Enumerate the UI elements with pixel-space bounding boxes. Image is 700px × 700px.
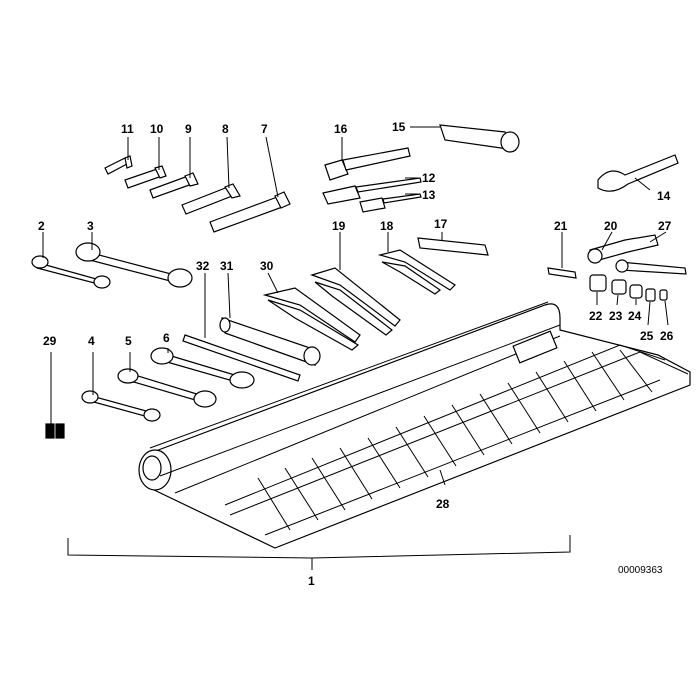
callout-20: 20 xyxy=(604,219,618,233)
callout-5: 5 xyxy=(125,334,132,348)
callout-14: 14 xyxy=(657,189,671,203)
box-spanner xyxy=(219,317,321,366)
callout-10: 10 xyxy=(150,122,164,136)
callout-24: 24 xyxy=(628,309,642,323)
hex-key-set xyxy=(104,155,291,233)
kit-bracket xyxy=(67,535,571,559)
callout-16: 16 xyxy=(334,122,348,136)
leader-lines xyxy=(42,126,669,486)
callout-15: 15 xyxy=(392,120,406,134)
fuse-part xyxy=(45,423,65,439)
hook-spanner xyxy=(597,154,679,192)
callout-30: 30 xyxy=(260,259,274,273)
callout-11: 11 xyxy=(121,122,134,136)
callout-32: 32 xyxy=(196,259,210,273)
roll-pockets xyxy=(257,349,653,531)
callout-18: 18 xyxy=(380,219,394,233)
callout-6: 6 xyxy=(163,331,170,345)
ratchet-socket-set xyxy=(547,234,687,302)
tommy-bar xyxy=(182,334,301,382)
callout-31: 31 xyxy=(220,259,234,273)
callout-8: 8 xyxy=(222,122,229,136)
callout-19: 19 xyxy=(332,219,346,233)
callout-17: 17 xyxy=(434,217,448,231)
callout-2: 2 xyxy=(38,219,45,233)
callout-1: 1 xyxy=(308,574,315,588)
callout-29: 29 xyxy=(43,334,57,348)
callout-12: 12 xyxy=(422,171,436,185)
callout-22: 22 xyxy=(589,309,603,323)
tool-roll xyxy=(138,301,691,549)
callout-labels: 1 2 3 4 5 6 7 8 9 10 11 12 13 14 15 16 1… xyxy=(38,120,674,588)
pliers-set xyxy=(262,249,456,351)
callout-28: 28 xyxy=(436,497,450,511)
callout-13: 13 xyxy=(422,188,436,202)
wrench-set xyxy=(31,242,255,422)
callout-21: 21 xyxy=(554,219,568,233)
callout-7: 7 xyxy=(261,122,268,136)
callout-4: 4 xyxy=(88,334,95,348)
reference-code: 00009363 xyxy=(618,565,663,576)
callout-9: 9 xyxy=(185,122,192,136)
callout-23: 23 xyxy=(609,309,623,323)
callout-26: 26 xyxy=(660,329,674,343)
spark-plug-tool xyxy=(417,237,489,256)
callout-27: 27 xyxy=(658,219,672,233)
callout-25: 25 xyxy=(640,329,654,343)
callout-3: 3 xyxy=(87,219,94,233)
screwdriver-set xyxy=(322,124,520,213)
